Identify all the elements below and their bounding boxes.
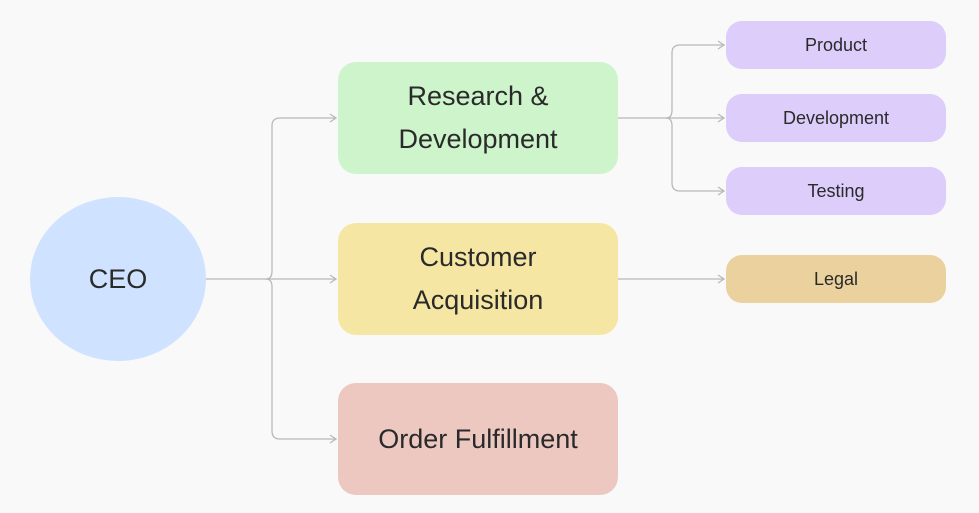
legal-node[interactable]: Legal bbox=[726, 255, 946, 303]
ceo-node[interactable]: CEO bbox=[30, 197, 206, 361]
customer-acquisition-node[interactable]: Customer Acquisition bbox=[338, 223, 618, 335]
connector-research-to-product bbox=[665, 40, 726, 119]
research-development-node[interactable]: Research & Development bbox=[338, 62, 618, 174]
development-node[interactable]: Development bbox=[726, 94, 946, 142]
order-fulfillment-node[interactable]: Order Fulfillment bbox=[338, 383, 618, 495]
connector-ceo-to-research bbox=[265, 113, 338, 280]
connector-ceo-to-fulfillment bbox=[265, 278, 338, 444]
testing-node[interactable]: Testing bbox=[726, 167, 946, 215]
product-node[interactable]: Product bbox=[726, 21, 946, 69]
connector-research-to-testing bbox=[665, 117, 726, 196]
